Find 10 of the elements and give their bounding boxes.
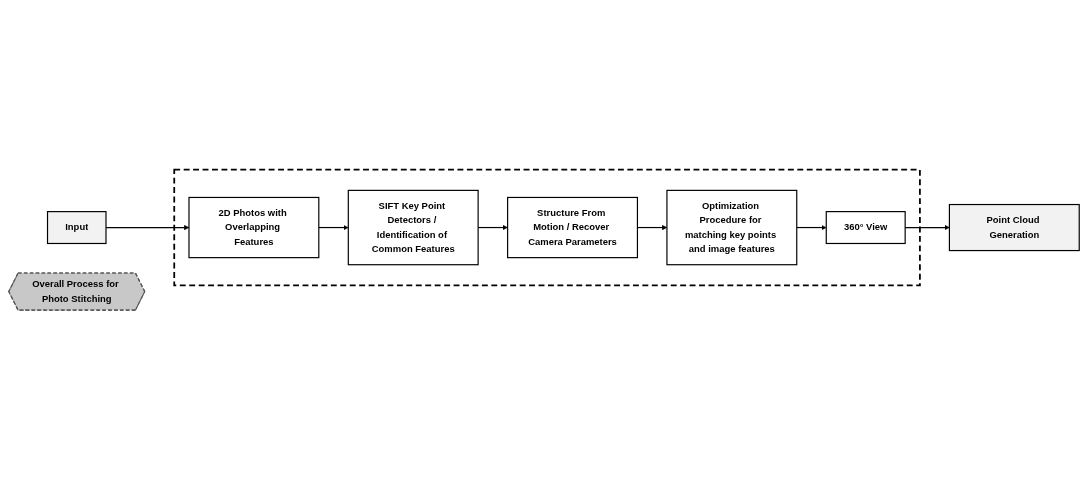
cluster — [173, 168, 921, 286]
node-box: Structure From Motion / Recover Camera Parameters — [507, 196, 639, 258]
node-box: 2D Photos with Overlapping Features — [188, 196, 320, 258]
node-box: Optimization Procedure for matching key points and image features — [666, 189, 798, 265]
node-box: Input — [46, 210, 107, 244]
arrow — [796, 224, 827, 230]
node-box: Point Cloud Generation — [948, 203, 1080, 251]
node-box: 360° View — [825, 210, 906, 244]
node-box: SIFT Key Point Detectors / Identification of Common Features — [347, 189, 479, 265]
arrow — [318, 224, 349, 230]
